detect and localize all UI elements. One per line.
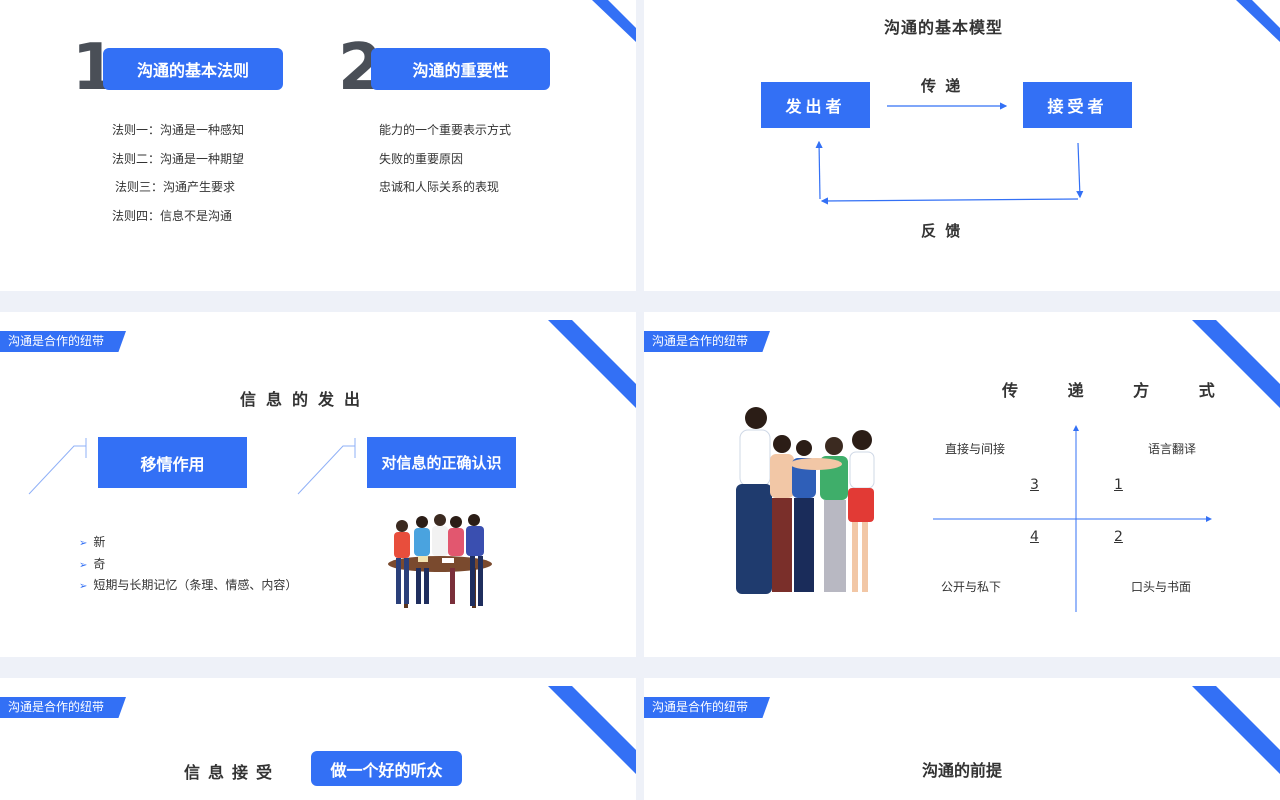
slide-communication-premise: 沟通是合作的纽带 沟通的前提 xyxy=(644,678,1280,800)
model-arrows xyxy=(815,102,1084,205)
slide-transmission-methods: 沟通是合作的纽带 传 递 方 式 直接与间接 语言翻译 公开与私下 口头与书面 xyxy=(644,312,1280,657)
rule-item: 法则三：沟通产生要求 xyxy=(115,180,236,194)
quadrant-axes xyxy=(933,425,1212,612)
quadrant-number-2: 2 xyxy=(1114,529,1123,545)
quadrant-top-left-label: 直接与间接 xyxy=(945,442,1006,456)
receiver-box: 接受者 xyxy=(1023,82,1132,128)
team-meeting-illustration xyxy=(388,514,492,608)
correct-understanding-box: 对信息的正确认识 xyxy=(367,437,516,488)
sending-title: 信息的发出 xyxy=(240,390,371,409)
quadrant-number-4: 4 xyxy=(1030,529,1039,545)
rule-item: 法则四：信息不是沟通 xyxy=(112,209,233,223)
empathy-box: 移情作用 xyxy=(98,437,247,488)
model-title: 沟通的基本模型 xyxy=(884,18,1004,37)
corner-stripe xyxy=(548,686,636,774)
quadrant-number-1: 1 xyxy=(1114,477,1123,493)
bullet-item: ➢短期与长期记忆（条理、情感、内容） xyxy=(79,578,298,592)
slide-message-receiving: 沟通是合作的纽带 信息接受 做一个好的听众 xyxy=(0,678,636,800)
arrow-bullet-icon: ➢ xyxy=(79,581,88,592)
arrow-bullet-icon: ➢ xyxy=(79,538,88,549)
quadrant-bottom-left-label: 公开与私下 xyxy=(941,580,1002,594)
quadrant-number-3: 3 xyxy=(1030,477,1039,493)
rule-item: 法则二：沟通是一种期望 xyxy=(112,152,245,166)
rule-item: 法则一：沟通是一种感知 xyxy=(112,123,245,137)
section-title-importance: 沟通的重要性 xyxy=(371,48,550,90)
importance-item: 能力的一个重要表示方式 xyxy=(379,123,512,137)
importance-item: 忠诚和人际关系的表现 xyxy=(379,180,500,194)
bullet-item: ➢奇 xyxy=(79,557,106,571)
section-tag: 沟通是合作的纽带 xyxy=(0,697,126,718)
slide-basic-rules: 1 沟通的基本法则 法则一：沟通是一种感知 法则二：沟通是一种期望 法则三：沟通… xyxy=(0,0,636,291)
feedback-label: 反 馈 xyxy=(921,222,963,240)
quadrant-top-right-label: 语言翻译 xyxy=(1148,442,1197,456)
quadrant-bottom-right-label: 口头与书面 xyxy=(1131,580,1192,594)
methods-title: 传 递 方 式 xyxy=(1002,381,1237,400)
transmit-label: 传 递 xyxy=(921,77,963,95)
premise-title: 沟通的前提 xyxy=(922,761,1003,780)
corner-stripe xyxy=(592,0,636,42)
team-hands-illustration xyxy=(736,407,875,594)
corner-stripe xyxy=(1192,686,1280,774)
slide-communication-model: 沟通的基本模型 发出者 接受者 传 递 反 馈 xyxy=(644,0,1280,291)
decor-lines xyxy=(28,438,356,495)
section-title-rules: 沟通的基本法则 xyxy=(103,48,283,90)
slide-message-sending: 沟通是合作的纽带 信息的发出 移情作用 对信息的正确认识 ➢新 ➢奇 ➢短期与长… xyxy=(0,312,636,657)
section-tag: 沟通是合作的纽带 xyxy=(0,331,126,352)
importance-item: 失败的重要原因 xyxy=(379,152,464,166)
bullet-item: ➢新 xyxy=(79,535,106,549)
arrow-bullet-icon: ➢ xyxy=(79,560,88,571)
receiving-title: 信息接受 xyxy=(184,763,281,782)
sender-box: 发出者 xyxy=(761,82,870,128)
good-listener-pill: 做一个好的听众 xyxy=(311,751,462,786)
section-tag: 沟通是合作的纽带 xyxy=(644,331,770,352)
section-tag: 沟通是合作的纽带 xyxy=(644,697,770,718)
